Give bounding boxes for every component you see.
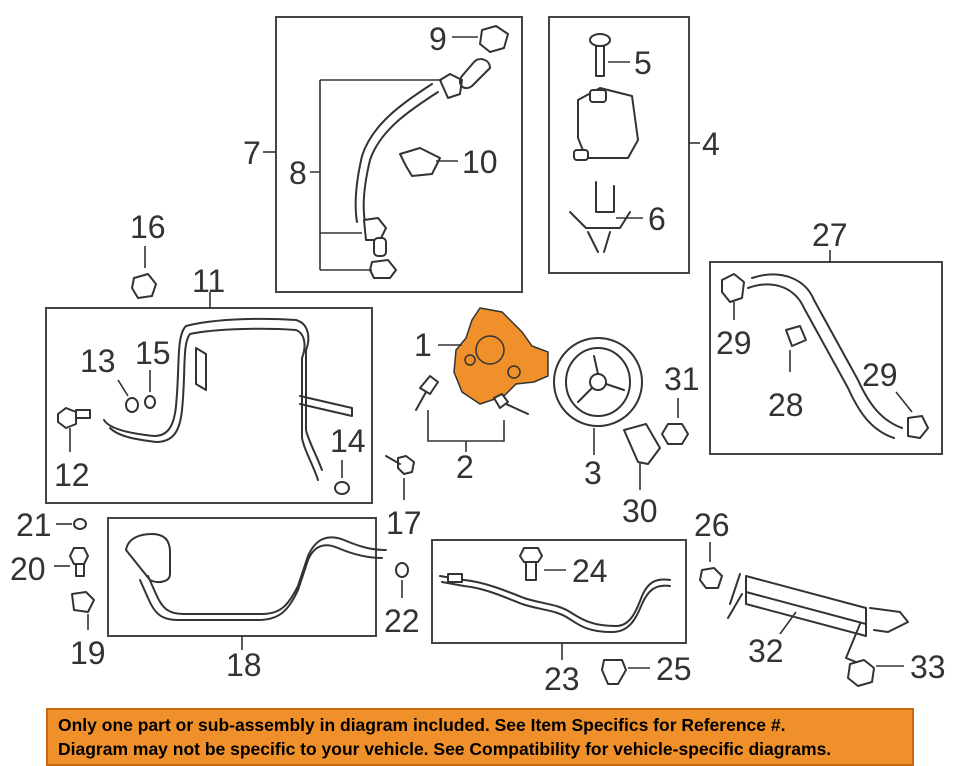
callout-30: 30 <box>622 493 658 529</box>
callout-18: 18 <box>226 647 262 683</box>
callout-20: 20 <box>10 551 46 587</box>
group-box-4 <box>548 16 690 274</box>
clip-26 <box>699 567 723 589</box>
callout-5: 5 <box>634 45 652 81</box>
disclaimer-banner: Only one part or sub-assembly in diagram… <box>46 708 914 766</box>
lead-29b <box>895 391 913 413</box>
callout-17: 17 <box>386 505 422 541</box>
callout-22: 22 <box>384 603 420 639</box>
bolt-20 <box>69 547 89 577</box>
callout-31: 31 <box>664 361 700 397</box>
callout-14: 14 <box>330 423 366 459</box>
bolts-2 <box>415 375 529 415</box>
hose-9 <box>479 25 509 53</box>
callout-9: 9 <box>429 21 447 57</box>
callout-27: 27 <box>812 217 848 253</box>
o-rings-13-15 <box>125 395 156 413</box>
callout-33: 33 <box>910 649 946 685</box>
callout-29b: 29 <box>862 357 898 393</box>
callout-3: 3 <box>584 455 602 491</box>
callout-11: 11 <box>192 263 225 299</box>
hose-clamp-8 <box>458 58 491 90</box>
group-box-27 <box>709 261 943 455</box>
callout-16: 16 <box>130 209 166 245</box>
hose-assembly-7 <box>354 73 463 241</box>
callout-15: 15 <box>135 335 171 371</box>
callout-28: 28 <box>768 387 804 423</box>
callout-19: 19 <box>70 635 106 671</box>
callout-8: 8 <box>289 155 307 191</box>
power-steering-pump-1 <box>453 307 549 405</box>
bracket-10 <box>399 147 441 177</box>
group-box-11 <box>45 307 373 504</box>
pump-body-highlight <box>453 307 549 405</box>
disclaimer-line-1: Only one part or sub-assembly in diagram… <box>58 715 786 735</box>
o-ring-21 <box>73 518 87 530</box>
disclaimer-line-2: Diagram may not be specific to your vehi… <box>58 739 832 759</box>
o-ring-14 <box>334 481 350 495</box>
group-box-7 <box>275 16 523 293</box>
fitting-8 <box>369 237 397 279</box>
nut-33 <box>847 659 875 687</box>
callout-24: 24 <box>572 553 608 589</box>
reservoir-bracket-6 <box>569 181 631 253</box>
lead-8 <box>310 79 442 271</box>
line-23 <box>439 573 671 633</box>
callout-6: 6 <box>648 201 666 237</box>
callout-7: 7 <box>243 135 261 171</box>
callout-26: 26 <box>694 507 730 543</box>
pulley-3 <box>553 337 643 427</box>
reservoir-4 <box>573 87 639 161</box>
callout-25: 25 <box>656 651 692 687</box>
callout-13: 13 <box>80 343 116 379</box>
cooler-32 <box>727 573 909 663</box>
bolt-24 <box>519 547 543 581</box>
lead-2 <box>427 410 505 452</box>
callout-12: 12 <box>54 457 90 493</box>
callout-1: 1 <box>414 327 432 363</box>
lead-32 <box>779 611 797 635</box>
callout-29a: 29 <box>716 325 752 361</box>
callout-10: 10 <box>462 144 498 180</box>
reservoir-cap-5 <box>589 33 611 77</box>
callout-2: 2 <box>456 449 474 485</box>
o-ring-22 <box>395 562 409 578</box>
clip-19 <box>71 591 95 613</box>
nut-16 <box>131 273 157 299</box>
bolt-17 <box>385 455 415 475</box>
callout-21: 21 <box>16 507 52 543</box>
callout-4: 4 <box>702 126 720 162</box>
pressure-line-11 <box>103 317 353 481</box>
group-box-23 <box>431 539 687 644</box>
callout-23: 23 <box>544 661 580 697</box>
lead-13 <box>117 379 129 397</box>
nut-31 <box>661 423 689 445</box>
callout-32: 32 <box>748 633 784 669</box>
bolt-12 <box>57 407 91 429</box>
bracket-30 <box>623 423 661 465</box>
clip-25 <box>601 659 627 685</box>
return-line-18 <box>125 533 387 621</box>
hose-27 <box>721 273 929 439</box>
